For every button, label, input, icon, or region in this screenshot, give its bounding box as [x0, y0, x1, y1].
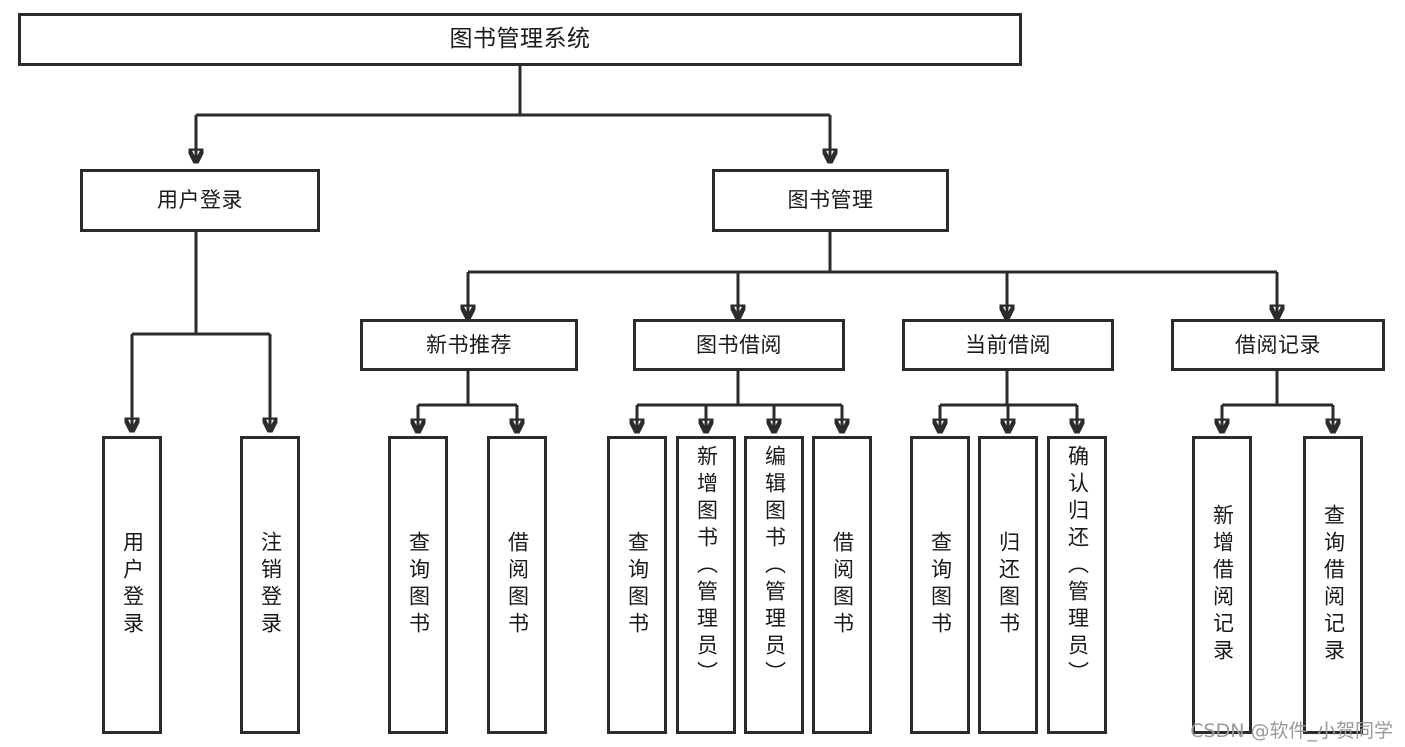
leaf-user-login-sign-in-label: 用户登录: [120, 531, 145, 639]
leaf-borrow-query-book[interactable]: 查询图书: [607, 436, 667, 734]
leaf-borrow-borrow-book[interactable]: 借阅图书: [812, 436, 872, 734]
leaf-text-wrap: 编辑图书（管理员）: [747, 439, 801, 731]
leaf-record-query-record[interactable]: 查询借阅记录: [1303, 436, 1363, 734]
node-book-borrow-label: 图书借阅: [696, 332, 782, 357]
node-book-management-label: 图书管理: [787, 188, 874, 213]
leaf-user-login-sign-in[interactable]: 用户登录: [102, 436, 162, 734]
leaf-text-wrap: 新增借阅记录: [1195, 439, 1249, 731]
node-book-management[interactable]: 图书管理: [712, 169, 949, 232]
node-current-borrow-label: 当前借阅: [965, 332, 1051, 357]
leaf-text-wrap: 新增图书（管理员）: [679, 439, 733, 731]
leaf-borrow-borrow-book-label: 借阅图书: [830, 531, 855, 639]
csdn-watermark: CSDN @软件_小贺同学: [1190, 720, 1393, 742]
leaf-current-query-book-label: 查询图书: [928, 531, 953, 639]
leaf-text-wrap: 查询图书: [391, 439, 445, 731]
leaf-recommend-borrow-book-label: 借阅图书: [505, 531, 530, 639]
leaf-borrow-query-book-label: 查询图书: [625, 531, 650, 639]
leaf-current-confirm-return-admin-label: 确认归还（管理员）: [1065, 445, 1090, 688]
leaf-text-wrap: 查询图书: [913, 439, 967, 731]
leaf-recommend-query-book-label: 查询图书: [406, 531, 431, 639]
leaf-current-query-book[interactable]: 查询图书: [910, 436, 970, 734]
leaf-borrow-add-book-admin-label: 新增图书（管理员）: [694, 445, 719, 688]
leaf-record-add-record[interactable]: 新增借阅记录: [1192, 436, 1252, 734]
leaf-recommend-query-book[interactable]: 查询图书: [388, 436, 448, 734]
leaf-borrow-edit-book-admin-label: 编辑图书（管理员）: [762, 445, 787, 688]
leaf-text-wrap: 查询借阅记录: [1306, 439, 1360, 731]
node-root-label: 图书管理系统: [449, 25, 591, 52]
node-borrow-record-label: 借阅记录: [1235, 332, 1321, 357]
leaf-record-add-record-label: 新增借阅记录: [1210, 504, 1235, 666]
node-book-borrow[interactable]: 图书借阅: [633, 319, 845, 371]
leaf-text-wrap: 归还图书: [981, 439, 1035, 731]
leaf-text-wrap: 确认归还（管理员）: [1050, 439, 1104, 731]
leaf-user-login-sign-out-label: 注销登录: [258, 531, 283, 639]
leaf-borrow-edit-book-admin[interactable]: 编辑图书（管理员）: [744, 436, 804, 734]
leaf-record-query-record-label: 查询借阅记录: [1321, 504, 1346, 666]
node-current-borrow[interactable]: 当前借阅: [902, 319, 1114, 371]
leaf-text-wrap: 用户登录: [105, 439, 159, 731]
leaf-user-login-sign-out[interactable]: 注销登录: [240, 436, 300, 734]
leaf-text-wrap: 注销登录: [243, 439, 297, 731]
node-user-login[interactable]: 用户登录: [80, 169, 320, 232]
leaf-text-wrap: 借阅图书: [490, 439, 544, 731]
node-user-login-label: 用户登录: [157, 188, 243, 213]
leaf-current-return-book[interactable]: 归还图书: [978, 436, 1038, 734]
node-new-book-recommend-label: 新书推荐: [426, 332, 512, 357]
node-new-book-recommend[interactable]: 新书推荐: [360, 319, 578, 371]
node-root-book-management-system[interactable]: 图书管理系统: [18, 13, 1022, 66]
leaf-text-wrap: 借阅图书: [815, 439, 869, 731]
leaf-borrow-add-book-admin[interactable]: 新增图书（管理员）: [676, 436, 736, 734]
leaf-text-wrap: 查询图书: [610, 439, 664, 731]
leaf-current-return-book-label: 归还图书: [996, 531, 1021, 639]
leaf-current-confirm-return-admin[interactable]: 确认归还（管理员）: [1047, 436, 1107, 734]
node-borrow-record[interactable]: 借阅记录: [1171, 319, 1385, 371]
leaf-recommend-borrow-book[interactable]: 借阅图书: [487, 436, 547, 734]
